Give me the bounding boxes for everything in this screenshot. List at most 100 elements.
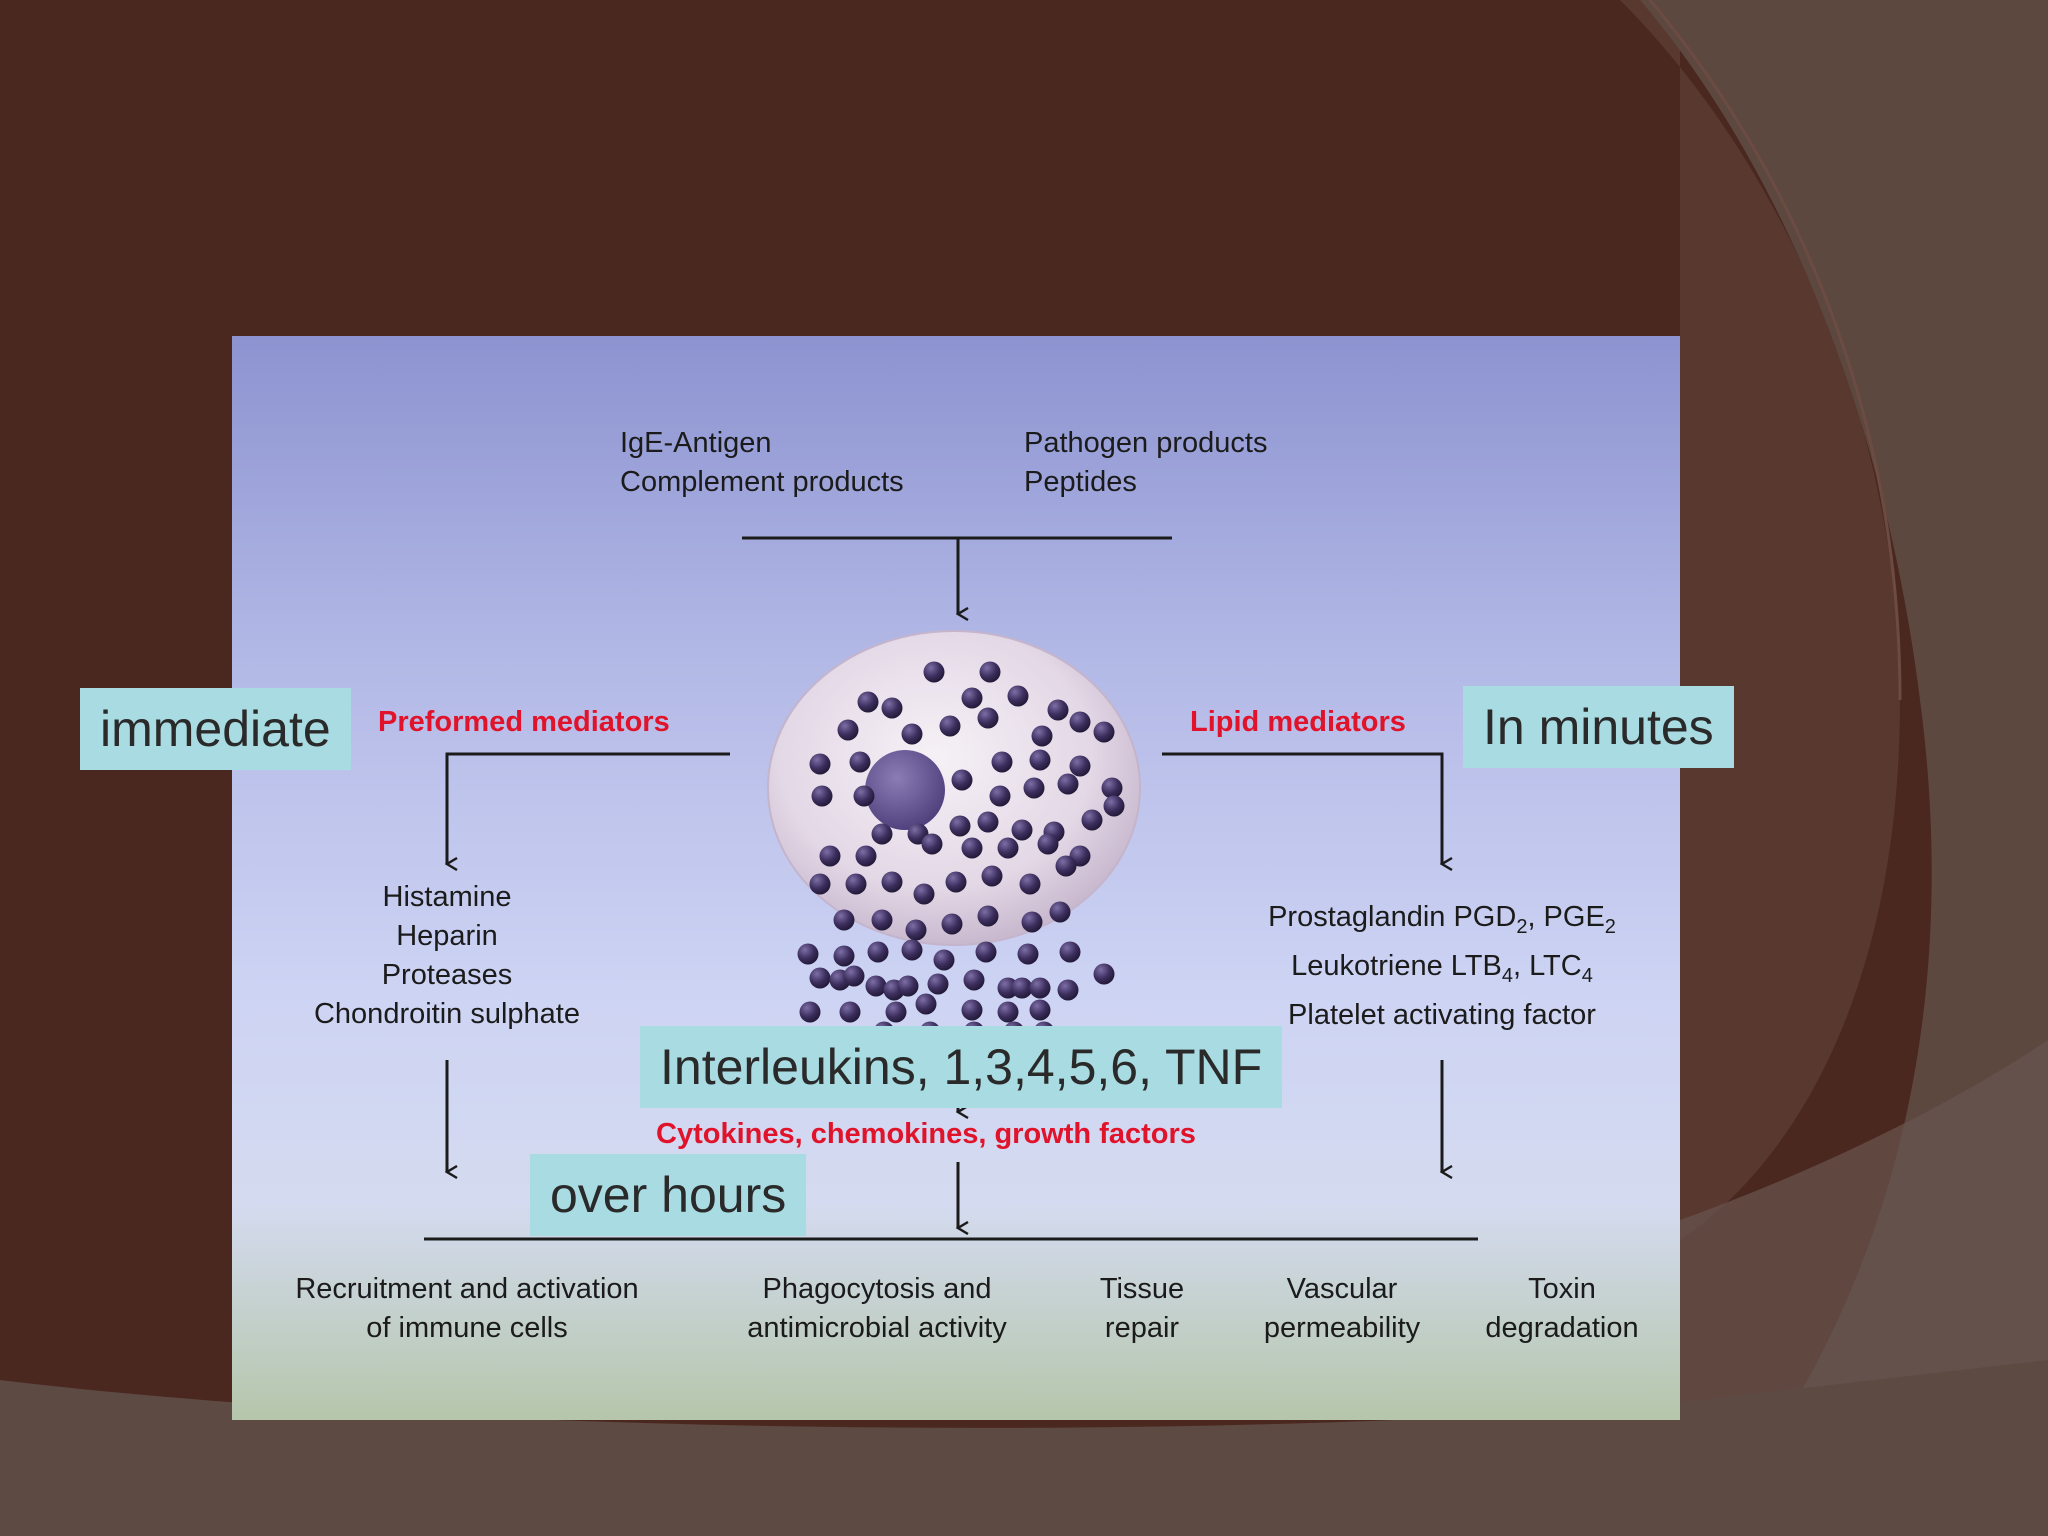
lipid-list: Prostaglandin PGD2, PGE2 Leukotriene LTB…: [1237, 898, 1647, 1035]
granule: [997, 1001, 1019, 1023]
granule: [1011, 977, 1033, 999]
granule: [933, 949, 955, 971]
granule: [881, 697, 903, 719]
trigger-right-text: Pathogen products Peptides: [1024, 424, 1267, 502]
granule: [811, 785, 833, 807]
granule: [945, 871, 967, 893]
cytokines-heading: Cytokines, chemokines, growth factors: [656, 1118, 1196, 1150]
granule: [1017, 943, 1039, 965]
diagram-panel: IgE-Antigen Complement products Pathogen…: [232, 336, 1680, 1420]
granule: [857, 691, 879, 713]
granule: [1103, 795, 1125, 817]
granule: [1101, 777, 1123, 799]
granule: [1093, 963, 1115, 985]
label-interleukins: Interleukins, 1,3,4,5,6, TNF: [640, 1026, 1283, 1108]
granule: [809, 753, 831, 775]
granule: [1081, 809, 1103, 831]
granule: [961, 687, 983, 709]
granule: [849, 751, 871, 773]
preformed-item: Histamine: [382, 881, 512, 913]
preformed-list: Histamine Heparin Proteases Chondroitin …: [292, 878, 602, 1034]
granule: [979, 661, 1001, 683]
granule: [977, 905, 999, 927]
granule: [897, 975, 919, 997]
granule: [1069, 711, 1091, 733]
granule: [977, 707, 999, 729]
granule: [1029, 977, 1051, 999]
granule: [843, 965, 865, 987]
granule: [915, 993, 937, 1015]
granule: [1007, 685, 1029, 707]
trigger-pathogen-products: Pathogen products: [1024, 427, 1268, 459]
granule: [927, 973, 949, 995]
granule: [949, 815, 971, 837]
lipid-heading: Lipid mediators: [1190, 706, 1406, 738]
label-over-hours: over hours: [530, 1154, 807, 1236]
granule: [833, 909, 855, 931]
nucleus: [865, 750, 945, 830]
granule: [939, 715, 961, 737]
granule: [1049, 901, 1071, 923]
lipid-leukotriene: Leukotriene LTB4, LTC4: [1291, 950, 1593, 987]
granule: [901, 723, 923, 745]
trigger-ige-antigen: IgE-Antigen: [620, 427, 772, 459]
preformed-connector: [447, 752, 730, 864]
granule: [901, 939, 923, 961]
label-immediate: immediate: [80, 688, 351, 770]
granule: [941, 913, 963, 935]
granule: [1011, 819, 1033, 841]
granule: [1069, 755, 1091, 777]
granule: [1057, 773, 1079, 795]
trigger-complement-products: Complement products: [620, 466, 904, 498]
granule: [951, 769, 973, 791]
granule: [833, 945, 855, 967]
preformed-item: Chondroitin sulphate: [313, 998, 580, 1030]
granule: [913, 883, 935, 905]
granule: [845, 873, 867, 895]
granule: [1057, 979, 1079, 1001]
granule: [809, 873, 831, 895]
granules: [797, 661, 1125, 1043]
diagram-graphics: [424, 536, 1478, 1241]
granule: [1029, 999, 1051, 1021]
granule: [867, 941, 889, 963]
granule: [963, 969, 985, 991]
granule: [923, 661, 945, 683]
granule: [799, 1001, 821, 1023]
preformed-item: Heparin: [396, 920, 498, 952]
granule: [885, 1001, 907, 1023]
granule: [1021, 911, 1043, 933]
granule: [853, 785, 875, 807]
granule: [1037, 833, 1059, 855]
granule: [989, 785, 1011, 807]
granule: [991, 751, 1013, 773]
granule: [981, 865, 1003, 887]
granule: [837, 719, 859, 741]
granule: [819, 845, 841, 867]
granule: [921, 833, 943, 855]
granule: [865, 975, 887, 997]
granule: [1047, 699, 1069, 721]
lipid-connector: [1162, 752, 1442, 864]
granule: [855, 845, 877, 867]
granule: [871, 909, 893, 931]
granule: [1023, 777, 1045, 799]
granule: [1019, 873, 1041, 895]
granule: [1029, 749, 1051, 771]
label-in-minutes: In minutes: [1463, 686, 1734, 768]
trigger-peptides: Peptides: [1024, 466, 1137, 498]
granule: [809, 967, 831, 989]
granule: [997, 837, 1019, 859]
granule: [1059, 941, 1081, 963]
trigger-left-text: IgE-Antigen Complement products: [620, 424, 904, 502]
granule: [975, 941, 997, 963]
granule: [905, 919, 927, 941]
granule: [1055, 855, 1077, 877]
granule: [881, 871, 903, 893]
